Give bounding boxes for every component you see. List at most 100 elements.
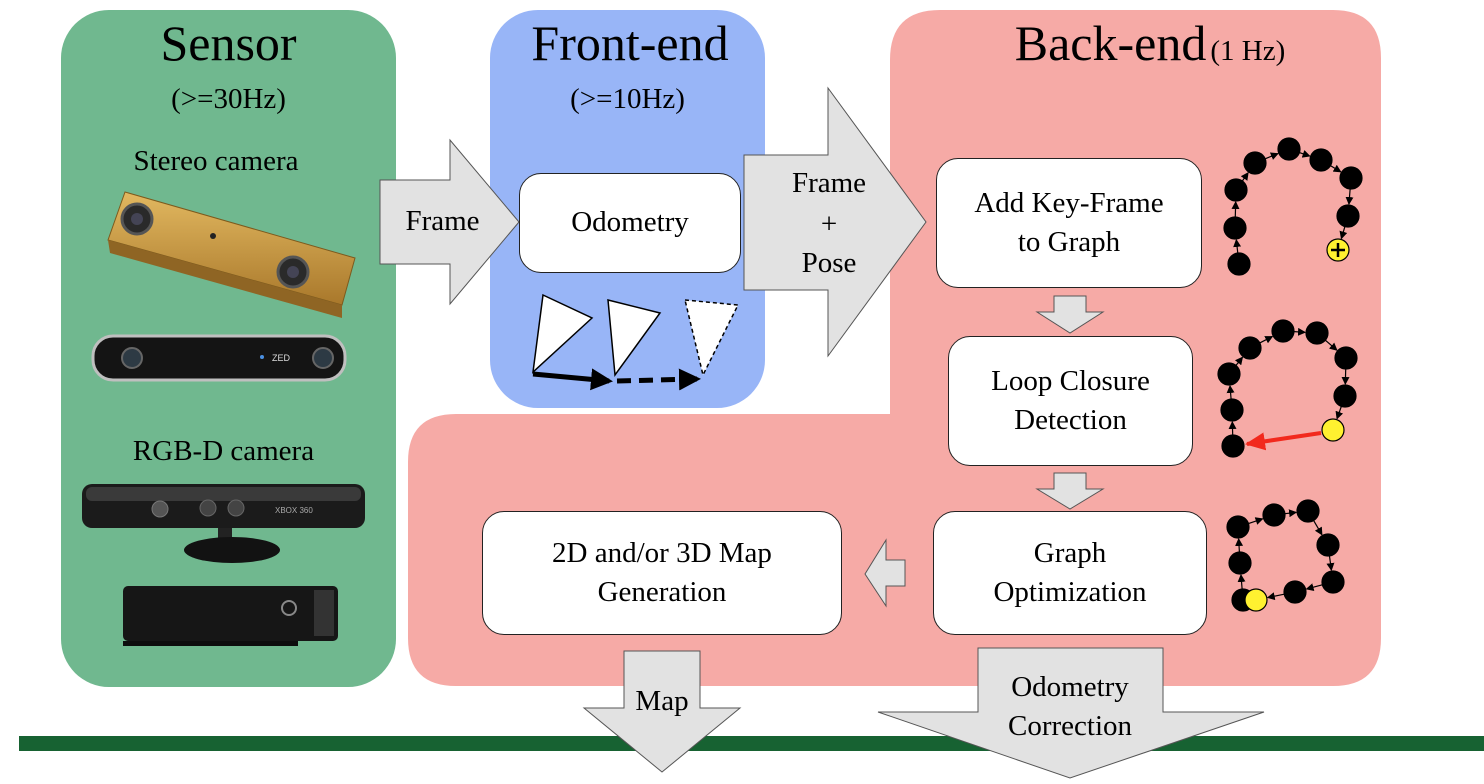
graph-node: [1271, 319, 1295, 343]
stereo-camera-image: [107, 191, 356, 318]
graph-edge: [1233, 238, 1242, 254]
loop-closure-line1: Loop Closure: [991, 364, 1150, 397]
map-gen-line1: 2D and/or 3D Map: [552, 536, 772, 569]
frame-arrow: [379, 138, 520, 306]
frontend-rate: (>=10Hz): [570, 83, 685, 115]
graph-edge: [1284, 509, 1298, 518]
graph-node: [1243, 151, 1267, 175]
highlight-node: [1321, 418, 1345, 442]
graph-edge: [1313, 520, 1323, 536]
down-arrow-2: [1035, 472, 1105, 510]
graph-edge: [1324, 339, 1338, 351]
pose-graph-loop-closure: [1217, 319, 1358, 458]
graph-opt-line1: Graph: [1033, 536, 1107, 569]
backend-title: Back-end: [1014, 15, 1207, 71]
graph-node: [1224, 178, 1248, 202]
graph-node: [1238, 336, 1262, 360]
rgbd-camera-label: RGB-D camera: [132, 435, 315, 467]
graph-edge: [1226, 384, 1235, 400]
odometry-box: Odometry: [519, 173, 741, 273]
graph-edge: [1259, 335, 1274, 344]
frame-pose-arrow: [743, 86, 927, 358]
odometry-correction-arrow: [877, 647, 1265, 779]
graph-node: [1321, 570, 1345, 594]
graph-edge: [1345, 188, 1354, 206]
odometry-arrow-dashed: [616, 368, 701, 391]
odometry-arrow-solid: [532, 368, 613, 391]
frontend-title: Front-end: [531, 15, 729, 71]
backend-rate: (1 Hz): [1210, 35, 1286, 67]
graph-node: [1262, 503, 1286, 527]
graph-edge: [1299, 150, 1311, 158]
frame-pose-label-line2: +: [820, 208, 838, 240]
graph-node: [1333, 384, 1357, 408]
sensor-title: Sensor: [160, 15, 297, 71]
left-arrow: [864, 538, 906, 608]
pose-graph-optimized: [1226, 499, 1345, 612]
backend-title-group: Back-end (1 Hz): [940, 14, 1360, 73]
graph-edge: [1293, 327, 1307, 336]
graph-node: [1305, 321, 1329, 345]
frame-pose-label-line1: Frame: [791, 167, 867, 199]
footer-bar: [19, 736, 1484, 751]
graph-edge: [1234, 356, 1244, 366]
stereo-camera-label: Stereo camera: [133, 145, 299, 177]
loop-closure-box: Loop Closure Detection: [948, 336, 1193, 466]
highlight-node: [1244, 588, 1268, 612]
graph-node: [1227, 252, 1251, 276]
graph-edge: [1235, 537, 1244, 553]
loop-closure-line2: Detection: [1014, 404, 1127, 436]
graph-optimization-box: Graph Optimization: [933, 511, 1207, 635]
frame-arrow-label: Frame: [405, 205, 480, 237]
graph-edge: [1248, 517, 1264, 525]
graph-node: [1336, 204, 1360, 228]
xbox-text: XBOX 360: [275, 506, 313, 515]
graph-opt-line2: Optimization: [993, 576, 1147, 608]
graph-node: [1316, 533, 1340, 557]
pose-triangle-2: [607, 299, 662, 378]
graph-node: [1296, 499, 1320, 523]
map-generation-box: 2D and/or 3D Map Generation: [482, 511, 842, 635]
graph-node: [1221, 434, 1245, 458]
down-arrow-1: [1035, 295, 1105, 334]
kinect-360-image: XBOX 360: [82, 484, 365, 563]
kinect-one-image: [123, 586, 338, 646]
pose-triangle-3: [684, 299, 740, 378]
graph-node: [1220, 398, 1244, 422]
graph-edge: [1237, 573, 1246, 590]
add-keyframe-line1: Add Key-Frame: [974, 186, 1164, 219]
graph-edge: [1266, 592, 1285, 601]
odometry-correction-label-line1: Odometry: [1011, 671, 1129, 703]
loop-closure-edge: [1245, 431, 1322, 451]
graph-node: [1334, 346, 1358, 370]
zed-camera-image: ZED: [91, 334, 347, 382]
graph-node: [1339, 166, 1363, 190]
frame-pose-label-line3: Pose: [801, 247, 857, 279]
odometry-label: Odometry: [571, 206, 689, 239]
graph-edge: [1264, 152, 1279, 160]
add-keyframe-box: Add Key-Frame to Graph: [936, 158, 1202, 288]
odometry-correction-label-line2: Correction: [1007, 710, 1132, 742]
graph-edge: [1330, 164, 1342, 173]
graph-edge: [1339, 226, 1348, 240]
sensor-rate: (>=30Hz): [171, 83, 286, 115]
pose-triangle-1: [531, 293, 594, 374]
graph-node: [1277, 137, 1301, 161]
graph-node: [1226, 515, 1250, 539]
graph-node: [1309, 148, 1333, 172]
graph-node: [1283, 580, 1307, 604]
map-arrow-label: Map: [635, 685, 689, 717]
graph-edge: [1326, 555, 1335, 572]
map-arrow: [582, 650, 742, 773]
add-keyframe-line2: to Graph: [1017, 226, 1121, 258]
map-gen-line2: Generation: [597, 576, 727, 608]
graph-node: [1228, 551, 1252, 575]
graph-edge: [1240, 171, 1249, 182]
pose-graph-open: [1223, 137, 1363, 276]
graph-edge: [1305, 583, 1323, 592]
graph-node: [1217, 362, 1241, 386]
graph-node: [1223, 216, 1247, 240]
zed-text: ZED: [272, 353, 291, 363]
graph-edge: [1335, 406, 1344, 420]
